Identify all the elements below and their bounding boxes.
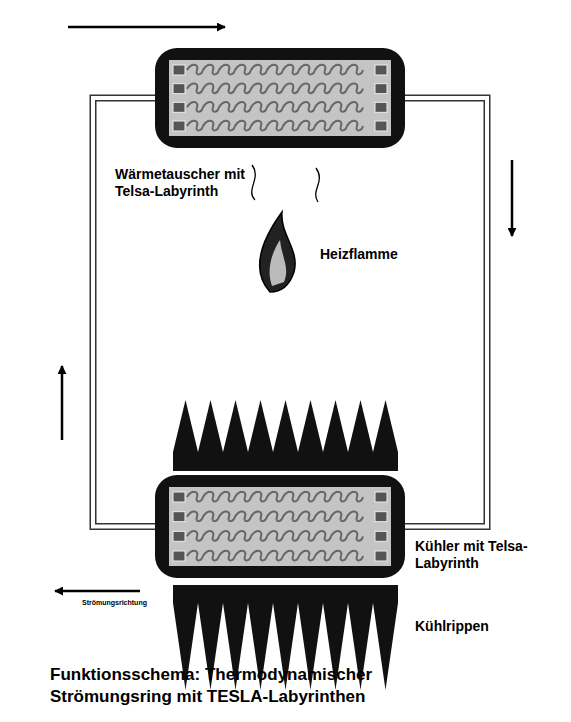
tesla-labyrinth bbox=[155, 48, 405, 148]
flow-direction-label: Strömungsrichtung bbox=[82, 599, 147, 606]
part-label: Wärmetauscher mit Telsa-Labyrinth bbox=[115, 166, 255, 200]
heat-exchanger: Wärmetauscher mit Telsa-Labyrinth bbox=[110, 48, 410, 204]
caption: Funktionsschema: Thermodynamischer Ström… bbox=[50, 664, 495, 708]
part-label: Kühler mit Telsa-Labyrinth bbox=[415, 538, 533, 572]
flow-arrow bbox=[55, 27, 512, 591]
pipe bbox=[93, 98, 155, 527]
labyrinth-housing bbox=[155, 48, 405, 148]
cooler: Kühler mit Telsa-Labyrinth bbox=[150, 470, 550, 580]
fin-label: Kühlrippen bbox=[415, 618, 489, 634]
pipe bbox=[405, 98, 487, 527]
flame-label: Heizflamme bbox=[320, 246, 398, 262]
tesla-labyrinth bbox=[155, 475, 405, 578]
heating-flame bbox=[252, 165, 320, 292]
labyrinth-housing bbox=[155, 475, 405, 578]
